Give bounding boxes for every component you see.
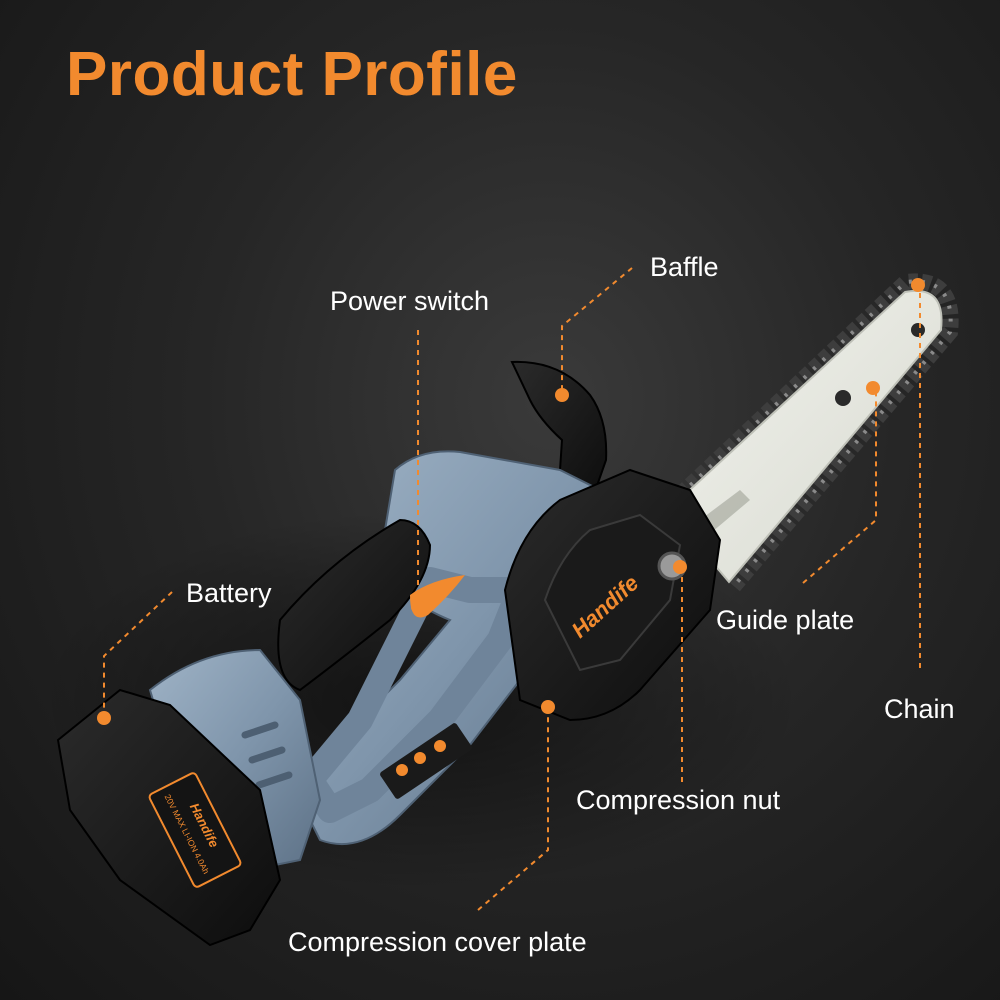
- grip: [277, 518, 432, 692]
- label-compression-nut: Compression nut: [576, 785, 781, 815]
- label-compression-cover-plate: Compression cover plate: [288, 927, 587, 957]
- label-power-switch: Power switch: [330, 286, 490, 316]
- callout-dot-compression-nut: [673, 560, 687, 574]
- label-baffle: Baffle: [650, 252, 719, 282]
- callout-dot-power-switch: [411, 600, 425, 614]
- page-title: Product Profile: [66, 40, 518, 109]
- callout-line-battery: [103, 591, 173, 718]
- callout-dot-baffle: [555, 388, 569, 402]
- callout-line-guide-plate: [802, 390, 877, 584]
- callout-dot-compression-cover-plate: [541, 700, 555, 714]
- vent-slots: [241, 721, 293, 789]
- baffle: [510, 360, 608, 502]
- callout-dot-chain: [911, 278, 925, 292]
- rear-handle-frame: [297, 567, 533, 823]
- battery-mount: [148, 648, 322, 872]
- label-battery: Battery: [186, 578, 272, 608]
- label-guide-plate: Guide plate: [716, 605, 855, 635]
- callout-line-baffle: [561, 267, 633, 395]
- callout-dot-guide-plate: [866, 381, 880, 395]
- label-chain: Chain: [884, 694, 955, 724]
- callout-line-compression-cover-plate: [477, 708, 549, 911]
- callout-dot-battery: [97, 711, 111, 725]
- warning-label: [380, 723, 472, 799]
